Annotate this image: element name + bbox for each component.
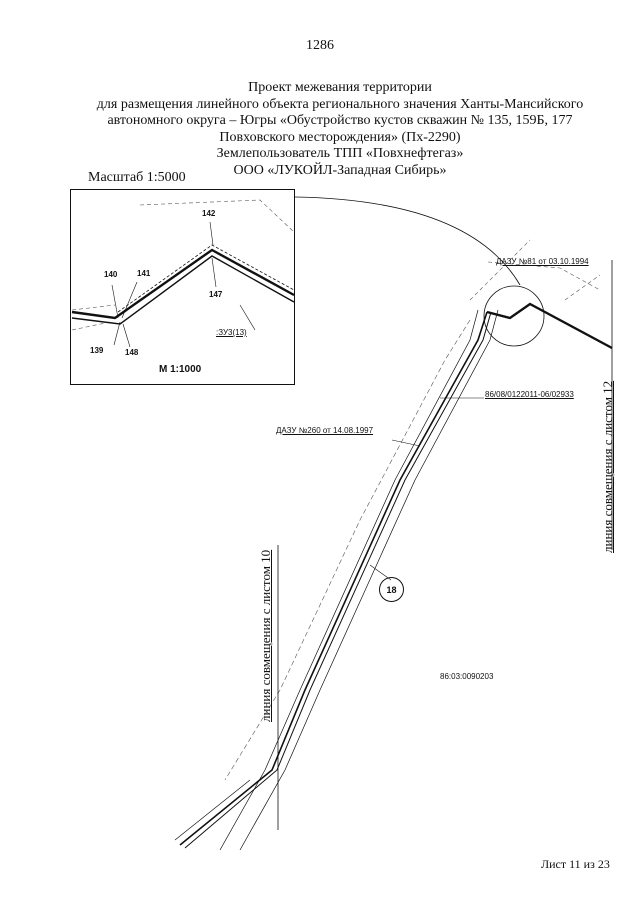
- inset-scale-label: М 1:1000: [159, 364, 202, 375]
- dazu-260-label: ДАЗУ №260 от 14.08.1997: [276, 426, 374, 435]
- zone-label: :ЗУ3(13): [216, 328, 247, 337]
- inset-pipeline: [117, 244, 295, 313]
- detail-circle: [483, 285, 545, 347]
- inset-pipeline: [71, 255, 295, 325]
- pipeline-route: [486, 302, 613, 350]
- object-number-badge: 18: [379, 577, 404, 602]
- corridor-line: [239, 309, 499, 851]
- corridor-line: [174, 779, 251, 841]
- inset-leader: [111, 284, 119, 319]
- page-number: 1286: [306, 38, 334, 53]
- inset-leader: [211, 257, 217, 288]
- cadastral-line-label: 86/08/0122011-06/02933: [485, 390, 574, 399]
- title-line: ООО «ЛУКОЙЛ-Западная Сибирь»: [233, 162, 447, 178]
- join-line-12-label: линия совмещения с листом 12: [600, 380, 615, 553]
- inset-dashed-boundary: [139, 199, 295, 233]
- title-line: Повховского месторождения» (Пх-2290): [219, 129, 461, 145]
- inset-leader: [121, 281, 138, 319]
- point-label: 142: [202, 209, 216, 218]
- join-line-10-label: линия совмещения с листом 10: [258, 549, 273, 722]
- pipeline-route: [179, 311, 488, 846]
- title-line: Проект межевания территории: [248, 80, 432, 95]
- point-label: 141: [137, 269, 151, 278]
- dazu-81-label: ДАЗУ №81 от 03.10.1994: [496, 257, 589, 266]
- inset-leader: [239, 304, 256, 331]
- corridor-line: [219, 309, 479, 851]
- point-label: 140: [104, 270, 118, 279]
- inset-leader: [122, 323, 131, 348]
- dashed-boundary: [224, 319, 471, 781]
- inset-leader: [113, 321, 121, 346]
- inset-leader: [209, 221, 214, 246]
- leader-line: [391, 439, 421, 447]
- inset-pipeline: [71, 248, 295, 320]
- title-line: Землепользователь ТПП «Повхнефтегаз»: [216, 146, 464, 161]
- inset-frame: [70, 189, 295, 385]
- dashed-boundary: [487, 261, 601, 291]
- point-label: 147: [209, 290, 223, 299]
- title-block: Проект межевания территории для размещен…: [60, 80, 620, 179]
- inset-dashed-boundary: [71, 304, 116, 311]
- pipeline-route: [184, 311, 492, 849]
- cadastral-block-label: 86:03:0090203: [440, 672, 494, 681]
- main-scale-label: Масштаб 1:5000: [88, 170, 186, 185]
- point-label: 139: [90, 346, 104, 355]
- dashed-boundary: [564, 274, 601, 301]
- title-line: автономного округа – Югры «Обустройство …: [107, 113, 573, 128]
- point-label: 148: [125, 348, 139, 357]
- sheet-label: Лист 11 из 23: [541, 857, 610, 871]
- inset-dashed-boundary: [71, 321, 111, 331]
- title-line: для размещения линейного объекта региона…: [96, 96, 584, 112]
- dashed-boundary: [469, 239, 531, 301]
